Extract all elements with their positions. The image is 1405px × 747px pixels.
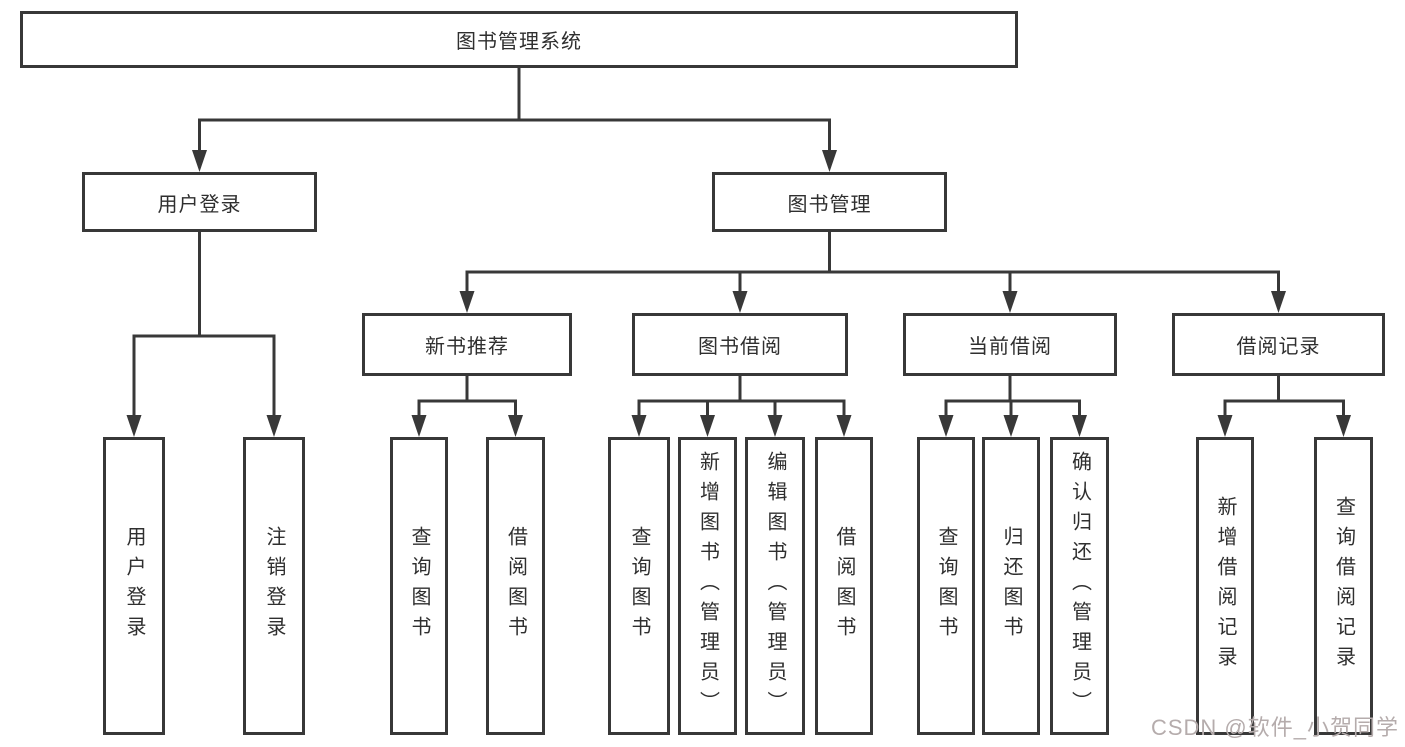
leaf-bb-query-books: 查询图书 [608, 437, 670, 735]
leaf-user-login: 用户登录 [103, 437, 165, 735]
leaf-bb-add-books-admin: 新增图书（管理员） [678, 437, 737, 735]
leaf-cb-return-books: 归还图书 [982, 437, 1040, 735]
arrowhead-icon [732, 291, 748, 313]
arrowhead-icon [767, 415, 783, 437]
node-new-book-rec: 新书推荐 [362, 313, 572, 376]
leaf-nb-query-books: 查询图书 [390, 437, 448, 735]
arrowhead-icon [836, 415, 852, 437]
node-root: 图书管理系统 [20, 11, 1018, 68]
arrowhead-icon [1217, 415, 1233, 437]
csdn-watermark: CSDN @软件_小贺同学 [1150, 715, 1399, 740]
arrowhead-icon [192, 150, 207, 172]
leaf-logout: 注销登录 [243, 437, 305, 735]
node-borrow-records: 借阅记录 [1172, 313, 1385, 376]
arrowhead-icon [266, 415, 282, 437]
arrowhead-icon [1336, 415, 1351, 437]
arrowhead-icon [631, 415, 647, 437]
node-user-login: 用户登录 [82, 172, 317, 232]
arrowhead-icon [508, 415, 523, 437]
arrowhead-icon [822, 150, 837, 172]
node-book-mgmt: 图书管理 [712, 172, 947, 232]
arrowhead-icon [411, 415, 427, 437]
arrowhead-icon [1072, 415, 1087, 437]
leaf-cb-query-books: 查询图书 [917, 437, 975, 735]
arrowhead-icon [1002, 291, 1018, 313]
node-book-borrow: 图书借阅 [632, 313, 848, 376]
leaf-cb-confirm-return-admin: 确认归还（管理员） [1050, 437, 1109, 735]
arrowhead-icon [700, 415, 715, 437]
node-current-borrow: 当前借阅 [903, 313, 1117, 376]
leaf-bb-edit-books-admin: 编辑图书（管理员） [745, 437, 805, 735]
arrowhead-icon [459, 291, 475, 313]
arrowhead-icon [938, 415, 954, 437]
leaf-nb-borrow-books: 借阅图书 [486, 437, 545, 735]
arrowhead-icon [1271, 291, 1286, 313]
leaf-br-add-record: 新增借阅记录 [1196, 437, 1254, 735]
leaf-bb-borrow-books: 借阅图书 [815, 437, 873, 735]
arrowhead-icon [126, 415, 142, 437]
leaf-br-query-record: 查询借阅记录 [1314, 437, 1373, 735]
arrowhead-icon [1003, 415, 1019, 437]
